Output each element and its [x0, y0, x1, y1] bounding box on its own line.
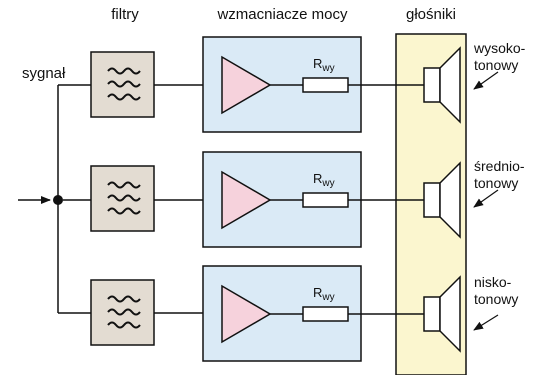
resistor-label: Rwy [313, 285, 335, 303]
resistor-icon [302, 306, 349, 322]
speaker-cone-icon [423, 275, 461, 353]
input-signal-label: sygnał [22, 65, 66, 82]
speaker-label-line1: nisko- [474, 274, 512, 290]
header-filters: filtry [111, 6, 139, 23]
resistor-subscript: wy [322, 292, 335, 303]
triangle-amplifier-icon [221, 284, 272, 344]
sine-waves-icon [107, 181, 141, 215]
sine-waves-icon [107, 67, 141, 101]
speaker-label-high: wysoko- tonowy [474, 40, 525, 74]
speaker-label-low: nisko- tonowy [474, 274, 518, 308]
channel-mid [63, 151, 499, 248]
speaker-label-mid: średnio- tonowy [474, 158, 525, 192]
resistor-subscript: wy [322, 63, 335, 74]
speaker-label-line2: tonowy [474, 57, 519, 73]
resistor-icon [302, 192, 349, 208]
resistor-symbol: R [313, 171, 323, 186]
channel-low [58, 265, 499, 362]
speaker-pointer-arrow [473, 314, 499, 331]
resistor-label: Rwy [313, 56, 335, 74]
speaker-cone-icon [423, 46, 461, 124]
header-amplifiers: wzmacniacze mocy [217, 6, 348, 23]
triangle-amplifier-icon [221, 170, 272, 230]
triangle-amplifier-icon [221, 55, 272, 115]
speaker-label-line2: tonowy [474, 291, 519, 307]
speaker-cone-icon [423, 161, 461, 239]
header-speakers: głośniki [405, 6, 457, 23]
speaker-label-line1: średnio- [474, 158, 525, 174]
resistor-symbol: R [313, 56, 323, 71]
resistor-subscript: wy [322, 178, 335, 189]
channel-high [58, 36, 499, 133]
speaker-label-line1: wysoko- [474, 40, 526, 56]
resistor-symbol: R [313, 285, 323, 300]
sine-waves-icon [107, 295, 141, 329]
speaker-pointer-arrow [473, 189, 499, 208]
speaker-pointer-arrow [473, 71, 499, 90]
resistor-label: Rwy [313, 171, 335, 189]
resistor-icon [302, 77, 349, 93]
speaker-label-line2: tonowy [474, 175, 519, 191]
